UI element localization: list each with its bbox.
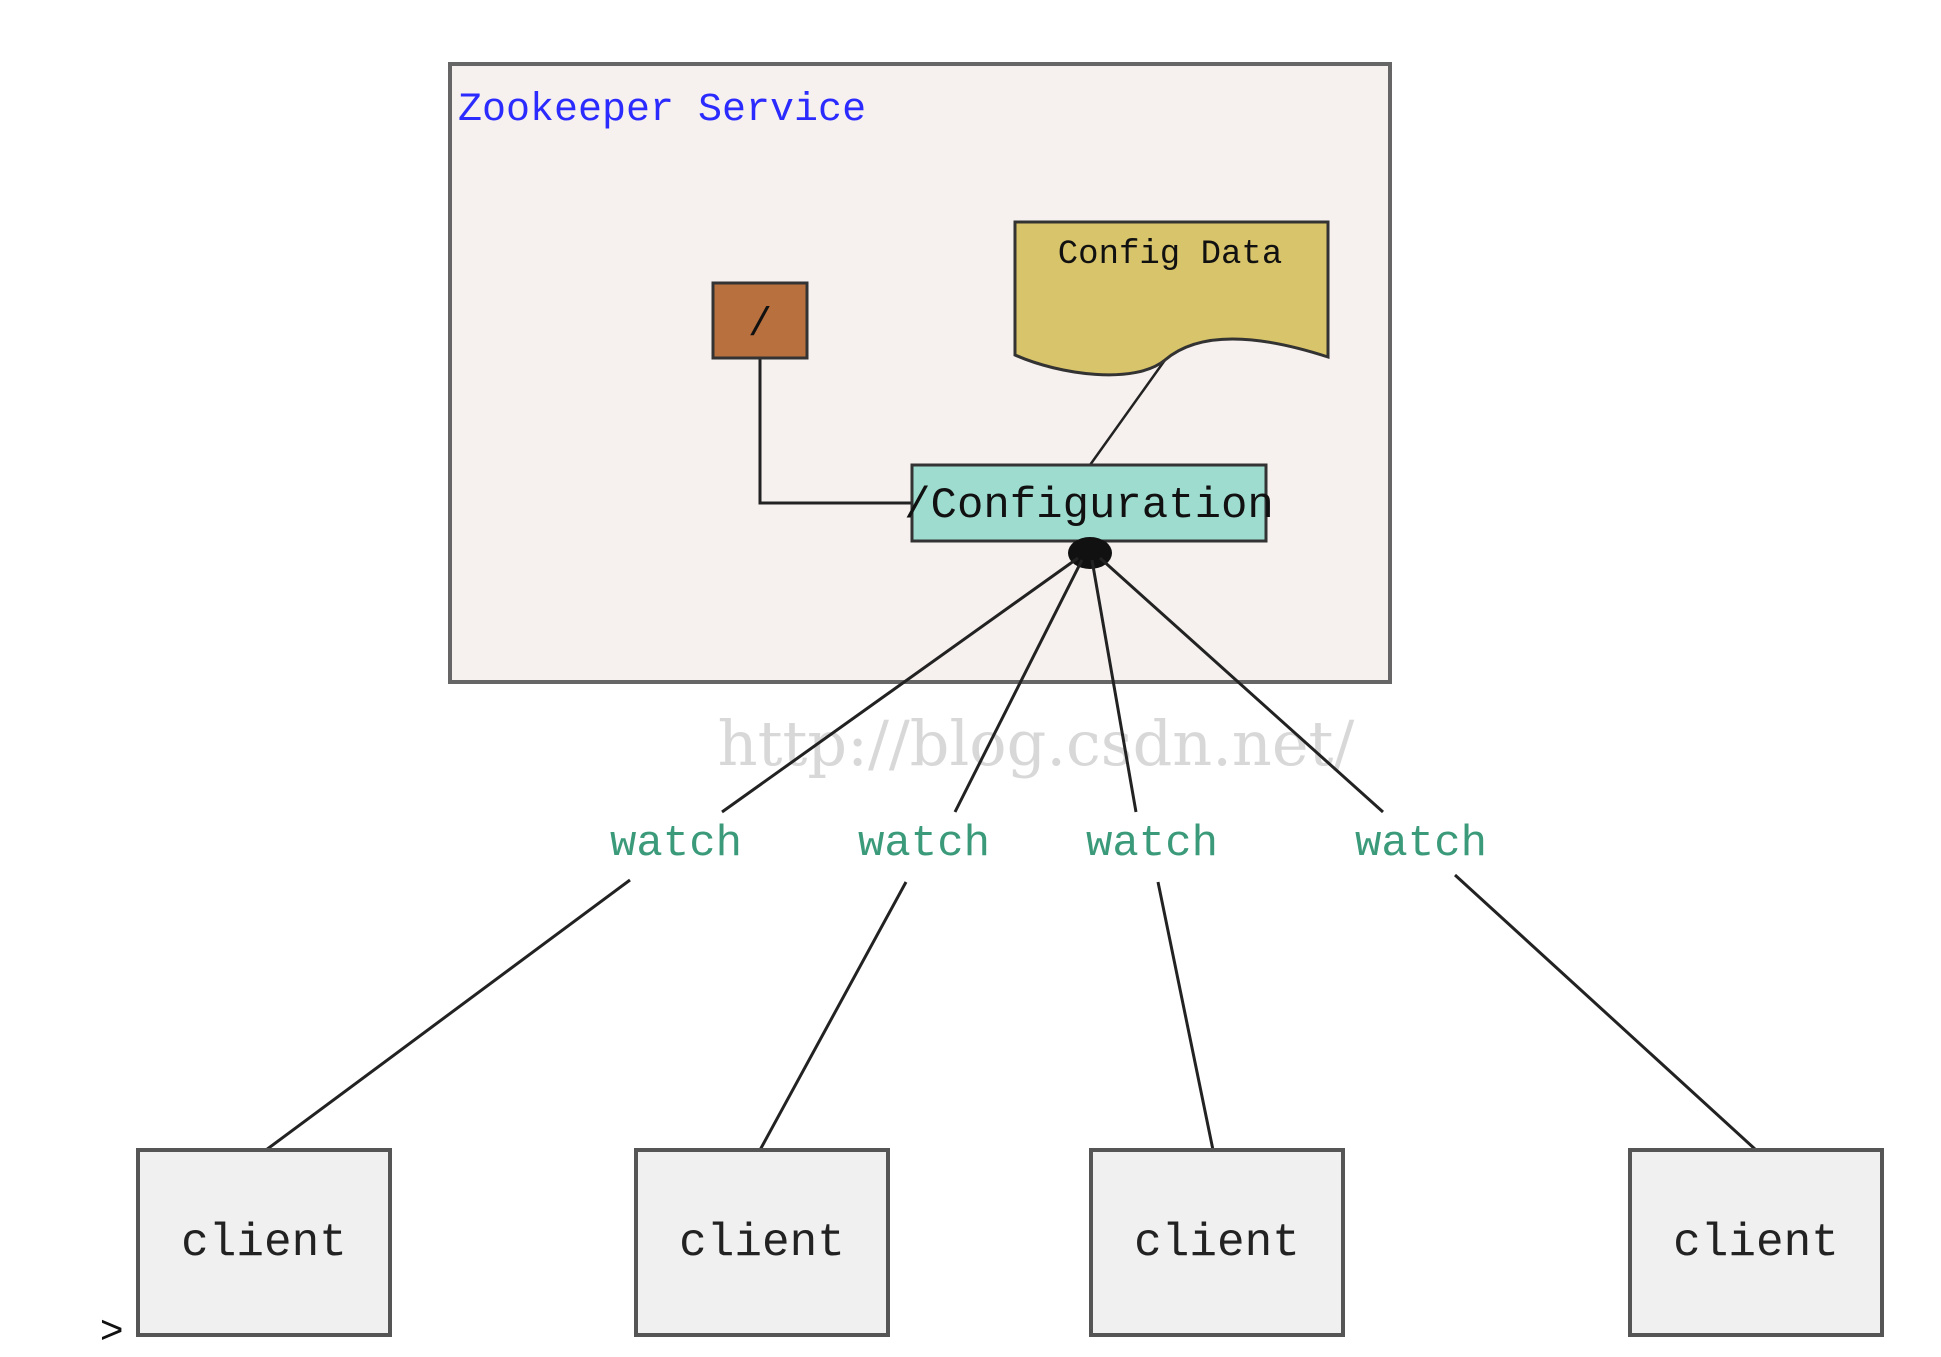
watermark: http://blog.csdn.net/ — [718, 707, 1355, 780]
client-box — [1628, 1148, 1884, 1337]
watch-line-1-lower — [265, 878, 631, 1152]
client-label: client — [1134, 1217, 1300, 1269]
watch-label: watch — [858, 819, 990, 869]
watch-line-2-upper — [953, 559, 1084, 813]
watch-line-1-upper — [721, 556, 1079, 814]
config-to-data-connector — [1088, 359, 1167, 466]
client-label: client — [679, 1217, 845, 1269]
watch-label: watch — [610, 819, 742, 869]
config-data-label: Config Data — [1058, 236, 1282, 274]
config-node-label: /Configuration — [904, 481, 1274, 531]
watch-line-4-lower — [1453, 873, 1758, 1152]
watch-line-3-lower — [1156, 881, 1215, 1151]
root-node-label: / — [748, 303, 772, 348]
watch-line-3-upper — [1090, 559, 1138, 813]
client-box — [1089, 1148, 1345, 1337]
service-container — [448, 62, 1392, 684]
client-box — [634, 1148, 890, 1337]
config-node — [910, 463, 1268, 543]
client-label: client — [1673, 1217, 1839, 1269]
watch-label: watch — [1086, 819, 1218, 869]
service-title: Zookeeper Service — [458, 88, 866, 133]
watch-line-2-lower — [758, 881, 908, 1151]
watch-line-4-upper — [1098, 556, 1385, 814]
client-label: client — [181, 1217, 347, 1269]
prompt-glyph: > — [100, 1308, 123, 1352]
watch-label: watch — [1355, 819, 1487, 869]
root-to-config-connector — [758, 358, 912, 505]
client-box — [136, 1148, 392, 1337]
config-data-document — [1013, 220, 1330, 377]
watch-anchor-dot — [1068, 537, 1112, 569]
root-node — [711, 281, 809, 360]
